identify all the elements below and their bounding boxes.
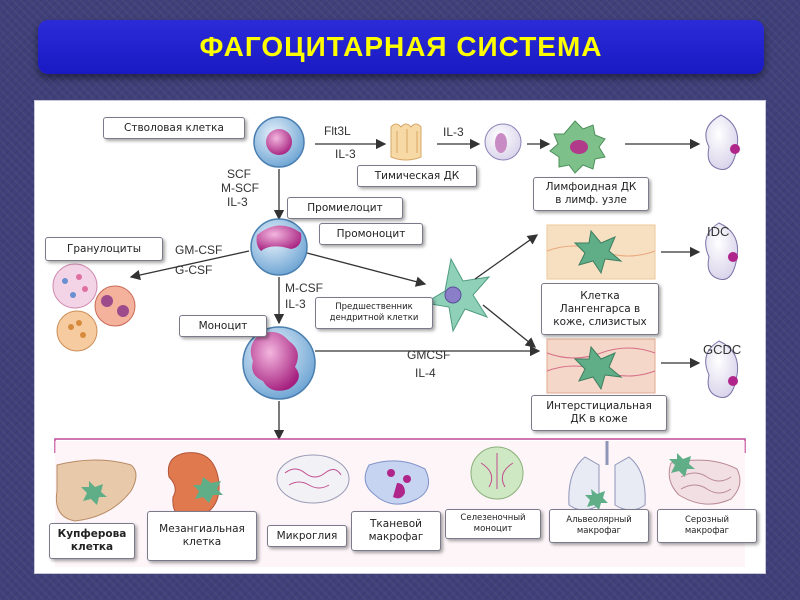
- label-lymphoid-dc: Лимфоидная ДК в лимф. узле: [533, 177, 649, 211]
- label-monocyte: Моноцит: [179, 315, 267, 337]
- granulocytes-icon: [52, 263, 136, 352]
- lungs-icon: [568, 441, 646, 511]
- label-alveolar-macrophage: Альвеолярный макрофаг: [549, 509, 649, 543]
- cytokine-il3-b: IL-3: [443, 125, 464, 139]
- label-serous-macrophage: Серозный макрофаг: [657, 509, 757, 543]
- thymic-dc-icon: [390, 123, 422, 161]
- dc-precursor-icon: [423, 257, 491, 333]
- label-granulocytes: Гранулоциты: [45, 237, 163, 261]
- intestine-icon: [668, 453, 741, 505]
- cytokine-il3-c: IL-3: [227, 195, 248, 209]
- cytokine-gmcsf: GM-CSF: [175, 243, 223, 257]
- langerhans-tissue-icon: [546, 224, 656, 280]
- brain-icon: [276, 454, 350, 504]
- label-kupffer: Купферова клетка: [49, 523, 135, 559]
- label-thymic-dc: Тимическая ДК: [357, 165, 477, 187]
- promyelocyte-icon: [250, 218, 308, 276]
- label-langerhans: Клетка Лангенгарса в коже, слизистых: [541, 283, 659, 335]
- liver-icon: [55, 459, 137, 522]
- spleen-icon: [470, 446, 524, 500]
- label-promyelocyte: Промиелоцит: [287, 197, 403, 219]
- label-splenic-monocyte: Селезеночный моноцит: [445, 509, 541, 539]
- diagram-panel: Flt3L IL-3 IL-3 SCF M-SCF IL-3 GM-CSF G-…: [34, 100, 766, 574]
- interstitial-tissue-icon: [546, 338, 656, 394]
- mature-dc-icon-top: [705, 114, 740, 171]
- monocyte-icon: [242, 326, 316, 400]
- cytokine-flt3l: Flt3L: [324, 124, 351, 138]
- gcdc-label: GCDC: [703, 342, 742, 357]
- cytokine-il4: IL-4: [415, 366, 436, 380]
- label-mesangial: Мезангиальная клетка: [147, 511, 257, 561]
- cytokine-il3-a: IL-3: [335, 147, 356, 161]
- label-promonocyte: Промоноцит: [319, 223, 423, 245]
- cytokine-mcsf: M-CSF: [285, 281, 323, 295]
- idc-label: IDC: [707, 224, 730, 239]
- label-microglia: Микроглия: [267, 525, 347, 547]
- page-title: ФАГОЦИТАРНАЯ СИСТЕМА: [199, 31, 603, 62]
- label-interstitial-dc: Интерстициальная ДК в коже: [531, 395, 667, 431]
- stem-cell-icon: [253, 116, 305, 168]
- cytokine-mscf: M-SCF: [221, 181, 259, 195]
- tissue-macrophage-icon: [364, 460, 430, 505]
- cytokine-gcsf: G-CSF: [175, 263, 213, 277]
- cytokine-gmcsf2: GMCSF: [407, 348, 451, 362]
- label-stem-cell: Стволовая клетка: [103, 117, 245, 139]
- title-banner: ФАГОЦИТАРНАЯ СИСТЕМА: [38, 20, 764, 74]
- idc-icon: [705, 222, 739, 281]
- label-dc-precursor: Предшественник дендритной клетки: [315, 297, 433, 329]
- gcdc-icon: [705, 340, 739, 399]
- cytokine-scf: SCF: [227, 167, 251, 181]
- lymphoid-dc-icon: [549, 120, 606, 174]
- lymphoid-precursor-icon: [484, 123, 522, 161]
- cytokine-il3-d: IL-3: [285, 297, 306, 311]
- label-tissue-macrophage: Тканевой макрофаг: [351, 511, 441, 551]
